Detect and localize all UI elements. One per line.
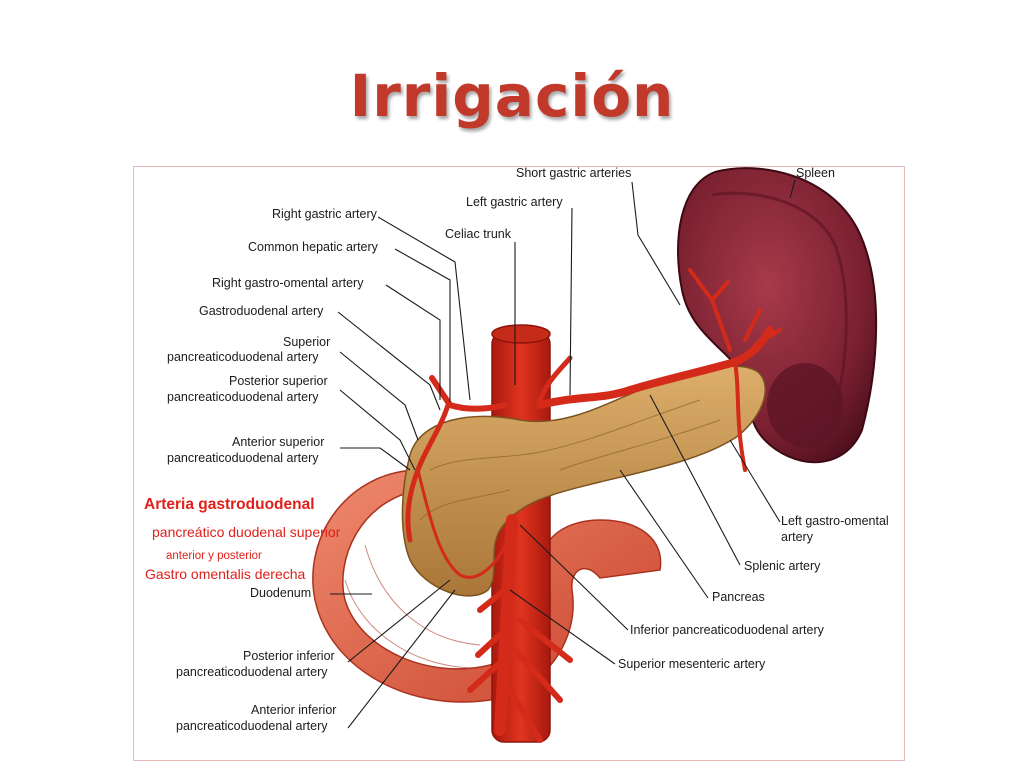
label-right-gastro-omental-artery: Right gastro-omental artery <box>212 276 364 290</box>
label-splenic-artery: Splenic artery <box>744 559 821 573</box>
label-anterior-superior-pd-line2: pancreaticoduodenal artery <box>167 451 319 465</box>
label-posterior-superior-pd-line1: Posterior superior <box>229 374 328 388</box>
label-right-gastric-artery: Right gastric artery <box>272 207 378 221</box>
label-spleen: Spleen <box>796 166 835 180</box>
label-superior-pd-line1: Superior <box>283 335 330 349</box>
label-left-gastro-omental-line2: artery <box>781 530 814 544</box>
label-left-gastro-omental-line1: Left gastro-omental <box>781 514 889 528</box>
label-anterior-superior-pd-line1: Anterior superior <box>232 435 324 449</box>
spleen-organ <box>677 167 878 464</box>
sma-branches <box>467 587 573 743</box>
annotation-gastroduodenal: Arteria gastroduodenal <box>144 496 315 513</box>
annotation-pancreatico-duodenal: pancreático duodenal superior <box>152 524 341 540</box>
label-posterior-superior-pd-line2: pancreaticoduodenal artery <box>167 390 319 404</box>
label-anterior-inferior-pd-line1: Anterior inferior <box>251 703 336 717</box>
label-duodenum: Duodenum <box>250 586 311 600</box>
label-celiac-trunk: Celiac trunk <box>445 227 512 241</box>
pancreaticoduodenal-arcade <box>416 468 512 579</box>
left-gastric-path <box>537 355 573 403</box>
duodenum-organ <box>312 469 662 703</box>
slide-title: Irrigación <box>349 62 675 130</box>
label-superior-mesenteric-artery: Superior mesenteric artery <box>618 657 766 671</box>
label-posterior-inferior-pd-line1: Posterior inferior <box>243 649 335 663</box>
left-gastro-omental-path <box>733 360 747 472</box>
label-inferior-pd-artery: Inferior pancreaticoduodenal artery <box>630 623 825 637</box>
label-common-hepatic-artery: Common hepatic artery <box>248 240 379 254</box>
label-posterior-inferior-pd-line2: pancreaticoduodenal artery <box>176 665 328 679</box>
superior-mesenteric-path <box>494 514 518 736</box>
leader-lines <box>330 179 796 729</box>
label-gastroduodenal-artery: Gastroduodenal artery <box>199 304 324 318</box>
pancreas-organ <box>401 365 766 597</box>
short-gastric-branches <box>688 268 782 352</box>
artery-network <box>405 268 782 743</box>
annotation-gastro-omentalis: Gastro omentalis derecha <box>145 566 306 582</box>
label-pancreas: Pancreas <box>712 590 765 604</box>
label-short-gastric-arteries: Short gastric arteries <box>516 166 631 180</box>
splenic-artery-path <box>536 326 774 409</box>
annotation-anterior-posterior: anterior y posterior <box>166 550 262 562</box>
label-superior-pd-line2: pancreaticoduodenal artery <box>167 350 319 364</box>
label-left-gastric-artery: Left gastric artery <box>466 195 563 209</box>
label-anterior-inferior-pd-line2: pancreaticoduodenal artery <box>176 719 328 733</box>
